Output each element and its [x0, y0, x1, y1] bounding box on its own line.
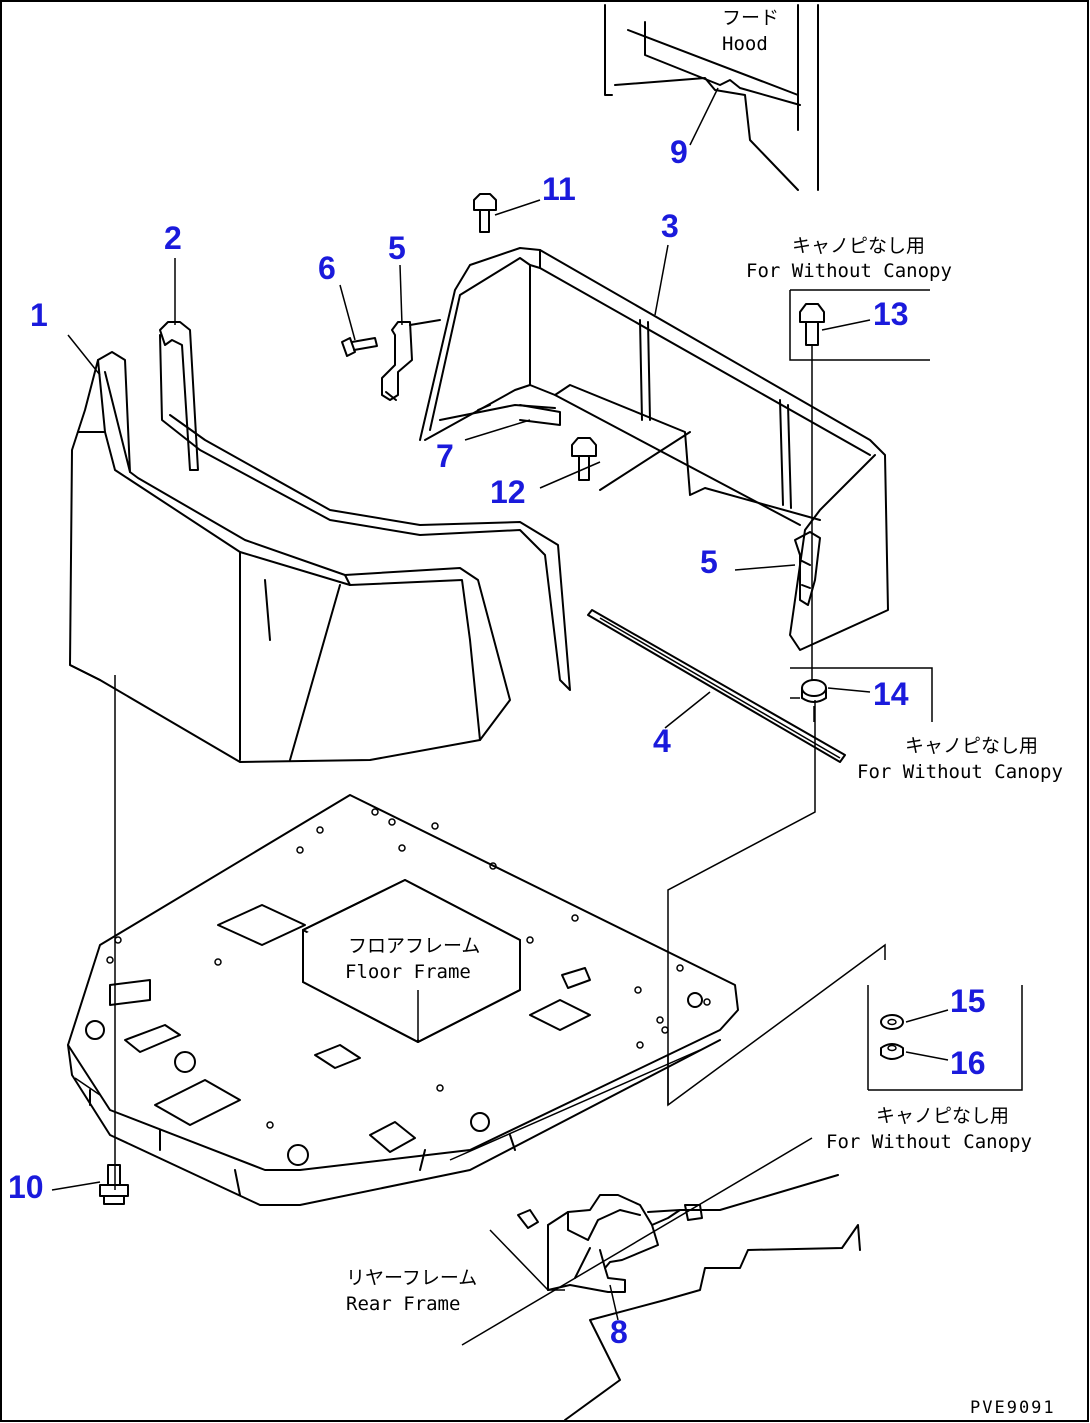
notes: フード Hood キャノピなし用 For Without Canopy キャノピ… [345, 7, 1063, 1315]
callout-15: 15 [950, 983, 986, 1019]
part-10-bolt [99, 1164, 129, 1205]
callout-7: 7 [436, 438, 454, 474]
callout-10: 10 [8, 1169, 44, 1205]
callout-1: 1 [30, 297, 48, 333]
callout-14: 14 [873, 676, 909, 712]
rear-frame [461, 1137, 861, 1421]
part-2-seal [159, 321, 571, 691]
callout-5b: 5 [700, 544, 718, 580]
canopy-note-en-3: For Without Canopy [826, 1131, 1032, 1153]
callout-16: 16 [950, 1045, 986, 1081]
canopy-note-jp-3: キャノピなし用 [876, 1105, 1009, 1127]
part-13-bolt [789, 289, 930, 680]
part-11-bolt [473, 193, 497, 233]
canopy-note-en-1: For Without Canopy [746, 260, 952, 282]
drawing-code: PVE9091 [970, 1398, 1056, 1418]
canopy-note-en-2: For Without Canopy [857, 761, 1063, 783]
callout-12: 12 [490, 474, 526, 510]
floor-frame-note-jp: フロアフレーム [348, 935, 480, 957]
callout-2: 2 [164, 220, 182, 256]
floor-frame-holes [106, 808, 711, 1129]
part-14-washer [790, 667, 933, 722]
floor-frame [67, 700, 886, 1206]
hood-detail [604, 4, 819, 191]
callout-5a: 5 [388, 230, 406, 266]
hood-note-en: Hood [722, 33, 768, 55]
part-3-cover [419, 247, 889, 651]
callout-6: 6 [318, 250, 336, 286]
callout-3: 3 [661, 208, 679, 244]
part-7-sheet [519, 404, 561, 426]
callout-9: 9 [670, 134, 688, 170]
callout-13: 13 [873, 296, 909, 332]
callout-11: 11 [542, 171, 576, 207]
rear-frame-note-en: Rear Frame [346, 1293, 460, 1315]
canopy-note-jp-2: キャノピなし用 [905, 735, 1038, 757]
callout-8: 8 [610, 1314, 628, 1350]
part-1-front-cover [69, 351, 511, 1190]
callout-labels: 1 2 3 4 5 5 6 7 8 9 10 11 12 13 14 15 16 [8, 134, 986, 1350]
part-12-bolt [571, 437, 597, 481]
floor-frame-note-en: Floor Frame [345, 961, 471, 983]
part-6-bolt [341, 337, 378, 357]
part-5-bracket-upper [381, 319, 441, 401]
part-8-latch [517, 1194, 703, 1293]
part-4-strip [587, 609, 846, 763]
canopy-note-jp-1: キャノピなし用 [792, 235, 925, 257]
callout-4: 4 [653, 723, 671, 759]
hood-note-jp: フード [722, 7, 779, 29]
part-15-16-washers [867, 985, 1023, 1091]
rear-frame-note-jp: リヤーフレーム [346, 1267, 477, 1289]
callout-leaders [51, 87, 949, 1321]
